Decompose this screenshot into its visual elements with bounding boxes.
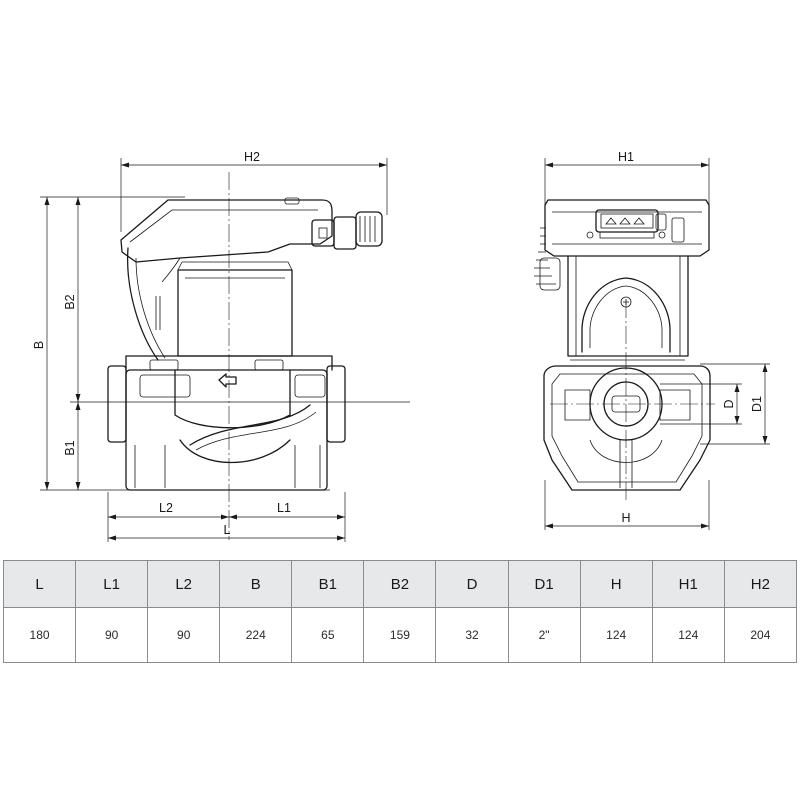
dim-label-b2: B2 <box>63 294 77 309</box>
front-view-pump <box>534 199 711 491</box>
dim-label-b1: B1 <box>63 440 77 455</box>
dim-label-h: H <box>621 511 630 525</box>
value-cell: 90 <box>75 607 149 663</box>
dim-label-l2: L2 <box>159 501 173 515</box>
dim-label-h1: H1 <box>618 150 634 164</box>
value-cell: 124 <box>651 607 725 663</box>
header-cell: L <box>2 560 77 608</box>
header-cell: D <box>435 560 509 608</box>
header-cell: H <box>579 560 653 608</box>
value-cell: 65 <box>291 607 365 663</box>
header-cell: B1 <box>291 560 365 608</box>
header-cell: L1 <box>75 560 149 608</box>
header-cell: B <box>219 560 293 608</box>
front-view: H1 H D D1 <box>534 150 770 530</box>
dimensions-table: L L1 L2 B B1 B2 D D1 H H1 H2 180 90 90 2… <box>2 560 798 663</box>
value-cell: 159 <box>363 607 437 663</box>
dim-label-h2: H2 <box>244 150 260 164</box>
dim-label-l: L <box>224 523 231 537</box>
header-cell: H1 <box>651 560 725 608</box>
value-cell: 204 <box>723 607 798 663</box>
value-cell: 90 <box>147 607 221 663</box>
dim-label-d: D <box>722 399 736 408</box>
dim-label-d1: D1 <box>750 396 764 412</box>
value-cell: 180 <box>2 607 77 663</box>
value-cell: 124 <box>579 607 653 663</box>
header-cell: D1 <box>507 560 581 608</box>
dimensions-table-container: L L1 L2 B B1 B2 D D1 H H1 H2 180 90 90 2… <box>2 560 798 663</box>
header-cell: L2 <box>147 560 221 608</box>
header-cell: B2 <box>363 560 437 608</box>
value-cell: 2" <box>507 607 581 663</box>
side-view-pump <box>107 197 383 491</box>
technical-drawing: H2 B B2 B1 L2 L1 L <box>32 150 770 542</box>
header-cell: H2 <box>723 560 798 608</box>
dim-label-l1: L1 <box>277 501 291 515</box>
value-cell: 32 <box>435 607 509 663</box>
value-cell: 224 <box>219 607 293 663</box>
side-view: H2 B B2 B1 L2 L1 L <box>32 150 410 542</box>
dim-label-b: B <box>32 341 46 349</box>
table-header-row: L L1 L2 B B1 B2 D D1 H H1 H2 <box>2 560 798 608</box>
table-row: 180 90 90 224 65 159 32 2" 124 124 204 <box>2 607 798 663</box>
